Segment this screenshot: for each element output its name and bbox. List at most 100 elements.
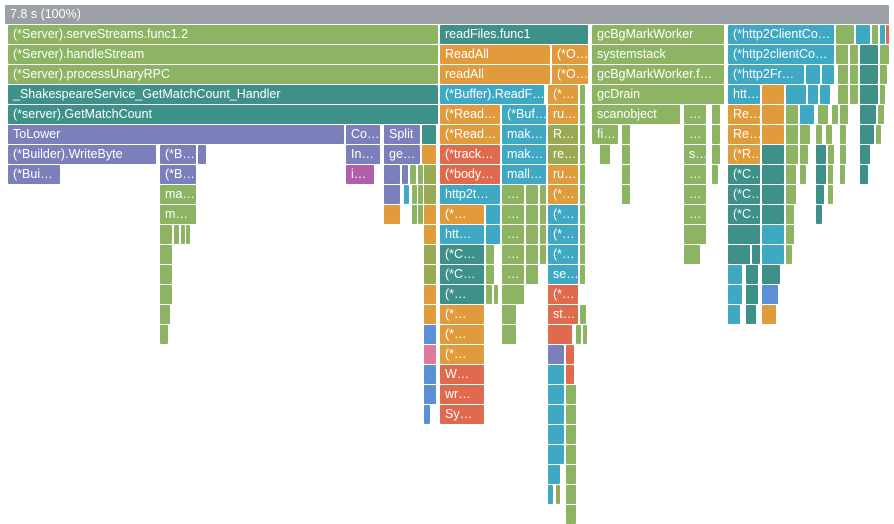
flame-frame-unlabeled[interactable]: [502, 285, 524, 304]
flame-frame-unlabeled[interactable]: [548, 345, 564, 364]
flame-frame[interactable]: (*body…: [440, 165, 500, 184]
flame-frame-unlabeled[interactable]: [850, 65, 858, 84]
flame-frame-unlabeled[interactable]: [840, 145, 846, 164]
flame-frame[interactable]: ToLower: [8, 125, 344, 144]
flame-frame[interactable]: (*Bui…: [8, 165, 60, 184]
flame-frame[interactable]: _ShakespeareService_GetMatchCount_Handle…: [8, 85, 438, 104]
flame-frame[interactable]: mak…: [502, 125, 546, 144]
flame-frame-unlabeled[interactable]: [728, 265, 742, 284]
flame-frame-unlabeled[interactable]: [786, 105, 798, 124]
flame-frame-unlabeled[interactable]: [424, 365, 436, 384]
flame-frame-unlabeled[interactable]: [424, 245, 436, 264]
flame-frame[interactable]: Re…: [728, 105, 760, 124]
flame-frame-unlabeled[interactable]: [728, 305, 740, 324]
flame-frame-unlabeled[interactable]: [548, 445, 564, 464]
flame-frame[interactable]: (*O…: [552, 45, 588, 64]
flame-frame-unlabeled[interactable]: [566, 425, 576, 444]
flame-frame-unlabeled[interactable]: [786, 165, 796, 184]
flame-frame[interactable]: (*C…: [440, 245, 484, 264]
flame-frame-unlabeled[interactable]: [160, 285, 172, 304]
flame-frame-unlabeled[interactable]: [762, 145, 784, 164]
flame-frame-unlabeled[interactable]: [422, 125, 436, 144]
flame-frame[interactable]: htt…: [728, 85, 760, 104]
flame-frame-unlabeled[interactable]: [622, 125, 630, 144]
flame-frame-unlabeled[interactable]: [762, 205, 784, 224]
flame-frame-unlabeled[interactable]: [160, 225, 172, 244]
flame-frame-unlabeled[interactable]: [832, 105, 838, 124]
flame-frame-unlabeled[interactable]: [540, 205, 546, 224]
flame-frame[interactable]: (*…: [548, 285, 578, 304]
flame-frame[interactable]: Sy…: [440, 405, 484, 424]
flame-frame-unlabeled[interactable]: [424, 325, 436, 344]
flame-frame-unlabeled[interactable]: [746, 285, 758, 304]
flame-frame-unlabeled[interactable]: [622, 165, 630, 184]
flame-frame[interactable]: …: [502, 225, 524, 244]
flame-frame-unlabeled[interactable]: [762, 245, 784, 264]
flame-frame-unlabeled[interactable]: [580, 245, 585, 264]
flame-frame-unlabeled[interactable]: [548, 465, 560, 484]
flame-frame-unlabeled[interactable]: [424, 405, 430, 424]
flame-frame[interactable]: (*Read…: [440, 105, 500, 124]
flame-frame-unlabeled[interactable]: [762, 85, 784, 104]
flame-frame-unlabeled[interactable]: [486, 265, 494, 284]
flame-frame-unlabeled[interactable]: [410, 165, 416, 184]
flame-frame-unlabeled[interactable]: [424, 305, 436, 324]
flame-frame[interactable]: …: [684, 105, 706, 124]
flame-frame-unlabeled[interactable]: [762, 105, 784, 124]
flame-frame-unlabeled[interactable]: [860, 85, 878, 104]
flame-frame[interactable]: (*C…: [728, 165, 760, 184]
flame-frame-unlabeled[interactable]: [424, 165, 436, 184]
flame-frame-unlabeled[interactable]: [828, 185, 833, 204]
flame-frame[interactable]: ru…: [548, 165, 578, 184]
flame-frame[interactable]: s…: [684, 145, 706, 164]
flame-frame-unlabeled[interactable]: [816, 185, 824, 204]
flame-frame-unlabeled[interactable]: [186, 225, 190, 244]
flame-frame-unlabeled[interactable]: [580, 125, 585, 144]
flame-frame-unlabeled[interactable]: [548, 365, 564, 384]
flame-frame-unlabeled[interactable]: [402, 165, 408, 184]
flame-frame-unlabeled[interactable]: [540, 245, 546, 264]
flame-frame-unlabeled[interactable]: [580, 145, 585, 164]
flame-frame-unlabeled[interactable]: [786, 85, 806, 104]
flame-frame-unlabeled[interactable]: [816, 205, 822, 224]
flame-frame-unlabeled[interactable]: [860, 125, 874, 144]
flame-frame-unlabeled[interactable]: [566, 445, 576, 464]
flame-frame[interactable]: …: [502, 245, 524, 264]
flame-frame[interactable]: (*C…: [440, 265, 484, 284]
flame-frame-unlabeled[interactable]: [808, 85, 818, 104]
flame-frame-unlabeled[interactable]: [502, 305, 516, 324]
flame-frame-unlabeled[interactable]: [860, 165, 868, 184]
flame-frame[interactable]: readAll: [440, 65, 550, 84]
flame-frame-unlabeled[interactable]: [684, 225, 706, 244]
flame-frame-unlabeled[interactable]: [580, 185, 585, 204]
flame-frame[interactable]: http2t…: [440, 185, 500, 204]
flame-frame-unlabeled[interactable]: [878, 105, 884, 124]
flame-frame[interactable]: (*…: [440, 205, 484, 224]
flame-frame-unlabeled[interactable]: [494, 285, 498, 304]
flame-frame-unlabeled[interactable]: [838, 85, 848, 104]
flame-frame-unlabeled[interactable]: [548, 385, 564, 404]
flame-frame[interactable]: …: [502, 205, 524, 224]
flame-frame-unlabeled[interactable]: [580, 85, 585, 104]
flame-frame-unlabeled[interactable]: [580, 205, 585, 224]
flame-frame-unlabeled[interactable]: [746, 265, 758, 284]
flame-frame[interactable]: se…: [548, 265, 578, 284]
flame-frame-unlabeled[interactable]: [424, 185, 436, 204]
flame-frame[interactable]: (*Server).handleStream: [8, 45, 438, 64]
flame-frame-unlabeled[interactable]: [752, 245, 760, 264]
flame-frame-unlabeled[interactable]: [580, 265, 585, 284]
flame-frame[interactable]: R…: [548, 125, 578, 144]
flame-frame[interactable]: gcBgMarkWorker.f…: [592, 65, 724, 84]
flame-frame[interactable]: gcDrain: [592, 85, 724, 104]
flame-frame-unlabeled[interactable]: [548, 425, 564, 444]
flame-frame-unlabeled[interactable]: [836, 45, 848, 64]
flame-frame-unlabeled[interactable]: [566, 365, 574, 384]
flame-frame-unlabeled[interactable]: [526, 225, 538, 244]
flame-frame[interactable]: i…: [346, 165, 374, 184]
flame-frame-unlabeled[interactable]: [580, 105, 585, 124]
flame-frame-unlabeled[interactable]: [856, 25, 870, 44]
flame-frame-unlabeled[interactable]: [886, 25, 889, 44]
flame-frame-unlabeled[interactable]: [566, 345, 574, 364]
flame-frame[interactable]: ReadAll: [440, 45, 550, 64]
flame-frame-unlabeled[interactable]: [762, 185, 784, 204]
